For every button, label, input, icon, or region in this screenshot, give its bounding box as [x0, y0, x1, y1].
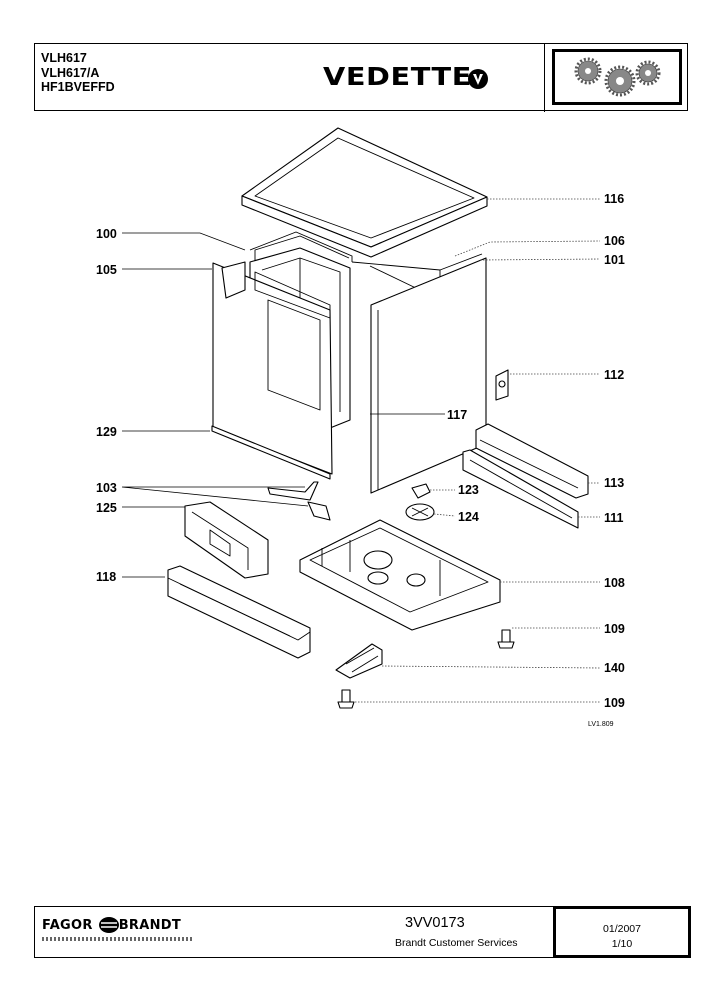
hinge-part [267, 481, 331, 521]
part-label: 100 [96, 227, 117, 241]
part-label: 113 [604, 476, 624, 490]
part-label: 140 [604, 661, 625, 675]
bracket-part [335, 643, 383, 679]
kickplate-part [475, 423, 589, 499]
footer-brand: FAGOR BRANDT [42, 918, 181, 933]
part-label: 111 [604, 511, 624, 525]
gear-logo-box [544, 43, 691, 112]
footer-tagline [42, 937, 192, 941]
document-code: 3VV0173 [405, 915, 465, 931]
drawing-reference: LV1.809 [588, 721, 614, 728]
part-label: 129 [96, 425, 117, 439]
gear-logo-frame [552, 49, 682, 105]
part-label: 124 [458, 510, 479, 524]
document-date: 01/2007 [603, 923, 641, 935]
model-name: VLH617/A [41, 65, 100, 80]
brand-logo: VEDETTE [323, 62, 472, 91]
model-name: HF1BVEFFD [41, 80, 115, 94]
date-box: 01/2007 1/10 [553, 906, 691, 958]
model-name: VLH617 [41, 51, 87, 65]
part-label: 101 [604, 253, 625, 267]
model-list: VLH617 VLH617/A HF1BVEFFD [41, 51, 115, 95]
clip-part [411, 483, 431, 499]
control-module-part [184, 501, 269, 579]
part-label: 116 [604, 192, 624, 206]
part-label: 117 [447, 408, 467, 422]
foot-part [337, 689, 355, 709]
part-label: 105 [96, 263, 117, 277]
part-label: 123 [458, 483, 479, 497]
foot-part [497, 629, 515, 649]
footer-brand-left: FAGOR [42, 918, 93, 933]
part-label: 108 [604, 576, 625, 590]
gears-icon [574, 57, 661, 97]
door-part [212, 261, 333, 475]
part-label: 118 [96, 570, 116, 584]
vedette-v-logo-icon [468, 69, 488, 89]
page-number: 1/10 [611, 938, 633, 950]
part-label: 106 [604, 234, 625, 248]
control-panel-part [167, 565, 311, 659]
header-box: VLH617 VLH617/A HF1BVEFFD VEDETTE [34, 43, 691, 112]
footer-box: FAGOR BRANDT 3VV0173 Brandt Customer Serv… [34, 906, 691, 958]
rail-part [462, 449, 579, 529]
part-label: 125 [96, 501, 117, 515]
part-label: 103 [96, 481, 117, 495]
part-label: 109 [604, 622, 625, 636]
part-label: 109 [604, 696, 625, 710]
base-tray-part [299, 519, 501, 631]
door-seal-part [211, 425, 331, 480]
service-name: Brandt Customer Services [395, 937, 518, 949]
part-label: 112 [604, 368, 624, 382]
disc-part [405, 503, 435, 521]
latch-part [495, 369, 509, 401]
worktop-part [241, 127, 488, 258]
footer-brand-right: BRANDT [118, 918, 182, 933]
fagor-brandt-logo-icon [99, 917, 119, 933]
